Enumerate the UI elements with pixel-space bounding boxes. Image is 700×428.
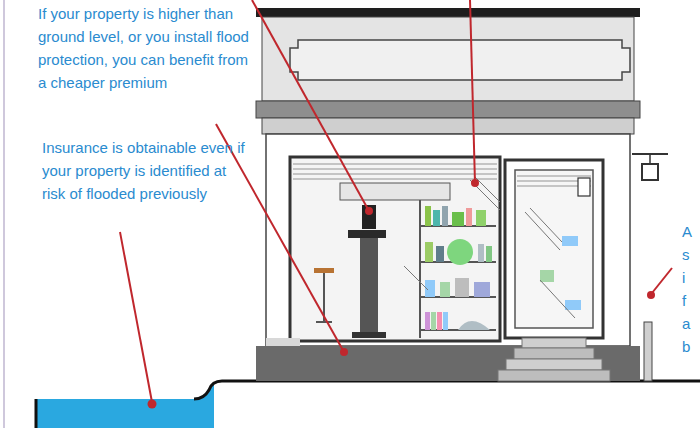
flood-water [36, 382, 214, 428]
leader-dots [148, 179, 656, 409]
panel-edge [3, 0, 5, 428]
ground-line [36, 381, 700, 428]
cut-callout-text: A s i f a b [682, 220, 693, 358]
shop-building [256, 8, 668, 381]
callout-text: Insurance is obtainable even if your pro… [42, 136, 247, 205]
callout-text: If your property is higher than ground l… [38, 2, 250, 94]
